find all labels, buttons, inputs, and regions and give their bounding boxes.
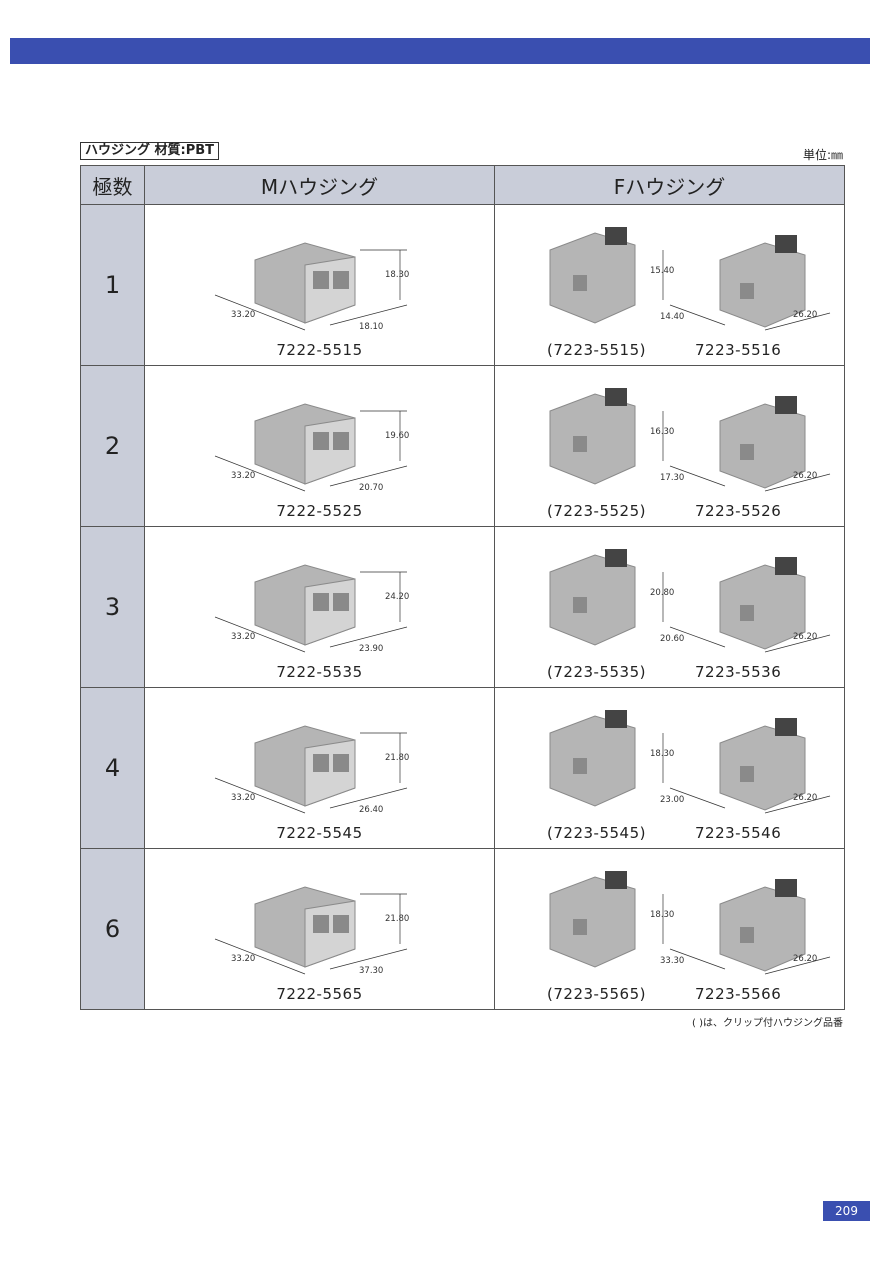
f-clip-housing-body (549, 232, 636, 324)
f-housing-body (719, 403, 806, 489)
f-housing-cell: 18.30 33.30 26.20 (7223-5565) 7223-5566 (494, 848, 845, 1010)
housing-spec-table: 極数 Mハウジング Fハウジング 1 18.30 33.20 18.10 722… (80, 165, 845, 1010)
f-part-number: 7223-5526 (695, 502, 782, 520)
f-dim-length: 26.20 (793, 793, 817, 803)
m-housing-drawing: 18.30 33.20 18.10 (214, 242, 409, 332)
f-dim-length: 26.20 (793, 310, 817, 320)
m-dim-length: 33.20 (231, 632, 255, 642)
m-housing-cell: 24.20 33.20 23.90 7222-5535 (144, 526, 495, 688)
f-housing-cell: 16.30 17.30 26.20 (7223-5525) 7223-5526 (494, 365, 845, 527)
m-dim-width: 37.30 (359, 966, 383, 976)
f-dim-length: 26.20 (793, 954, 817, 964)
m-dim-length: 33.20 (231, 310, 255, 320)
f-dim-height: 16.30 (650, 427, 674, 437)
m-dim-width: 23.90 (359, 644, 383, 654)
top-color-band (10, 38, 870, 64)
m-dim-length: 33.20 (231, 793, 255, 803)
f-dim-width: 23.00 (660, 795, 684, 805)
f-clip-housing-body (549, 876, 636, 968)
m-dim-width: 18.10 (359, 322, 383, 332)
pole-count: 6 (80, 848, 145, 1010)
f-housing-drawing: 18.30 23.00 26.20 (549, 710, 831, 814)
pole-count: 2 (80, 365, 145, 527)
m-housing-drawing: 21.80 33.20 26.40 (214, 725, 409, 815)
f-part-number: 7223-5536 (695, 663, 782, 681)
pole-count: 3 (80, 526, 145, 688)
pole-count: 1 (80, 204, 145, 366)
f-dim-height: 15.40 (650, 266, 674, 276)
header-poles: 極数 (80, 165, 145, 205)
f-housing-drawing: 20.80 20.60 26.20 (549, 549, 831, 653)
m-part-number: 7222-5525 (276, 502, 363, 520)
f-housing-body (719, 886, 806, 972)
f-clip-part-number: (7223-5515) (547, 341, 646, 359)
table-row: 1 18.30 33.20 18.10 7222-5515 15.40 14.4… (80, 204, 845, 366)
m-housing-cell: 19.60 33.20 20.70 7222-5525 (144, 365, 495, 527)
m-part-number: 7222-5535 (276, 663, 363, 681)
m-dim-width: 20.70 (359, 483, 383, 493)
m-dim-length: 33.20 (231, 471, 255, 481)
f-housing-cell: 15.40 14.40 26.20 (7223-5515) 7223-5516 (494, 204, 845, 366)
f-dim-height: 20.80 (650, 588, 674, 598)
pole-count: 4 (80, 687, 145, 849)
table-row: 2 19.60 33.20 20.70 7222-5525 16.30 17.3… (80, 365, 845, 527)
f-dim-length: 26.20 (793, 471, 817, 481)
f-housing-drawing: 18.30 33.30 26.20 (549, 871, 831, 975)
m-housing-cell: 18.30 33.20 18.10 7222-5515 (144, 204, 495, 366)
m-dim-width: 26.40 (359, 805, 383, 815)
unit-label: 単位:㎜ (802, 148, 843, 162)
f-housing-cell: 18.30 23.00 26.20 (7223-5545) 7223-5546 (494, 687, 845, 849)
f-housing-body (719, 564, 806, 650)
header-m-housing: Mハウジング (144, 165, 495, 205)
header-f-housing: Fハウジング (494, 165, 845, 205)
m-dim-height: 18.30 (385, 270, 409, 280)
m-housing-drawing: 19.60 33.20 20.70 (214, 403, 409, 493)
f-clip-housing-body (549, 715, 636, 807)
f-part-number: 7223-5516 (695, 341, 782, 359)
f-dim-width: 14.40 (660, 312, 684, 322)
section-label: ハウジング 材質:PBT (80, 142, 220, 160)
m-housing-cell: 21.80 33.20 37.30 7222-5565 (144, 848, 495, 1010)
m-dim-length: 33.20 (231, 954, 255, 964)
m-dim-height: 19.60 (385, 431, 409, 441)
m-part-number: 7222-5545 (276, 824, 363, 842)
f-dim-length: 26.20 (793, 632, 817, 642)
table-row: 3 24.20 33.20 23.90 7222-5535 20.80 20.6… (80, 526, 845, 688)
page-number: 209 (823, 1201, 870, 1221)
f-clip-part-number: (7223-5525) (547, 502, 646, 520)
table-row: 4 21.80 33.20 26.40 7222-5545 18.30 23.0… (80, 687, 845, 849)
footnote: ( )は、クリップ付ハウジング品番 (692, 1018, 843, 1029)
f-dim-height: 18.30 (650, 910, 674, 920)
f-clip-part-number: (7223-5565) (547, 985, 646, 1003)
f-dim-width: 20.60 (660, 634, 684, 644)
m-dim-height: 24.20 (385, 592, 409, 602)
f-clip-part-number: (7223-5545) (547, 824, 646, 842)
f-dim-width: 33.30 (660, 956, 684, 966)
f-clip-part-number: (7223-5535) (547, 663, 646, 681)
f-part-number: 7223-5546 (695, 824, 782, 842)
table-row: 6 21.80 33.20 37.30 7222-5565 18.30 33.3… (80, 848, 845, 1010)
m-housing-cell: 21.80 33.20 26.40 7222-5545 (144, 687, 495, 849)
f-clip-housing-body (549, 393, 636, 485)
m-part-number: 7222-5515 (276, 341, 363, 359)
f-dim-width: 17.30 (660, 473, 684, 483)
m-part-number: 7222-5565 (276, 985, 363, 1003)
f-housing-drawing: 15.40 14.40 26.20 (549, 227, 831, 331)
f-part-number: 7223-5566 (695, 985, 782, 1003)
f-dim-height: 18.30 (650, 749, 674, 759)
m-dim-height: 21.80 (385, 914, 409, 924)
f-housing-body (719, 242, 806, 328)
f-housing-cell: 20.80 20.60 26.20 (7223-5535) 7223-5536 (494, 526, 845, 688)
f-clip-housing-body (549, 554, 636, 646)
f-housing-drawing: 16.30 17.30 26.20 (549, 388, 831, 492)
m-housing-drawing: 21.80 33.20 37.30 (214, 886, 409, 976)
m-dim-height: 21.80 (385, 753, 409, 763)
m-housing-drawing: 24.20 33.20 23.90 (214, 564, 409, 654)
f-housing-body (719, 725, 806, 811)
